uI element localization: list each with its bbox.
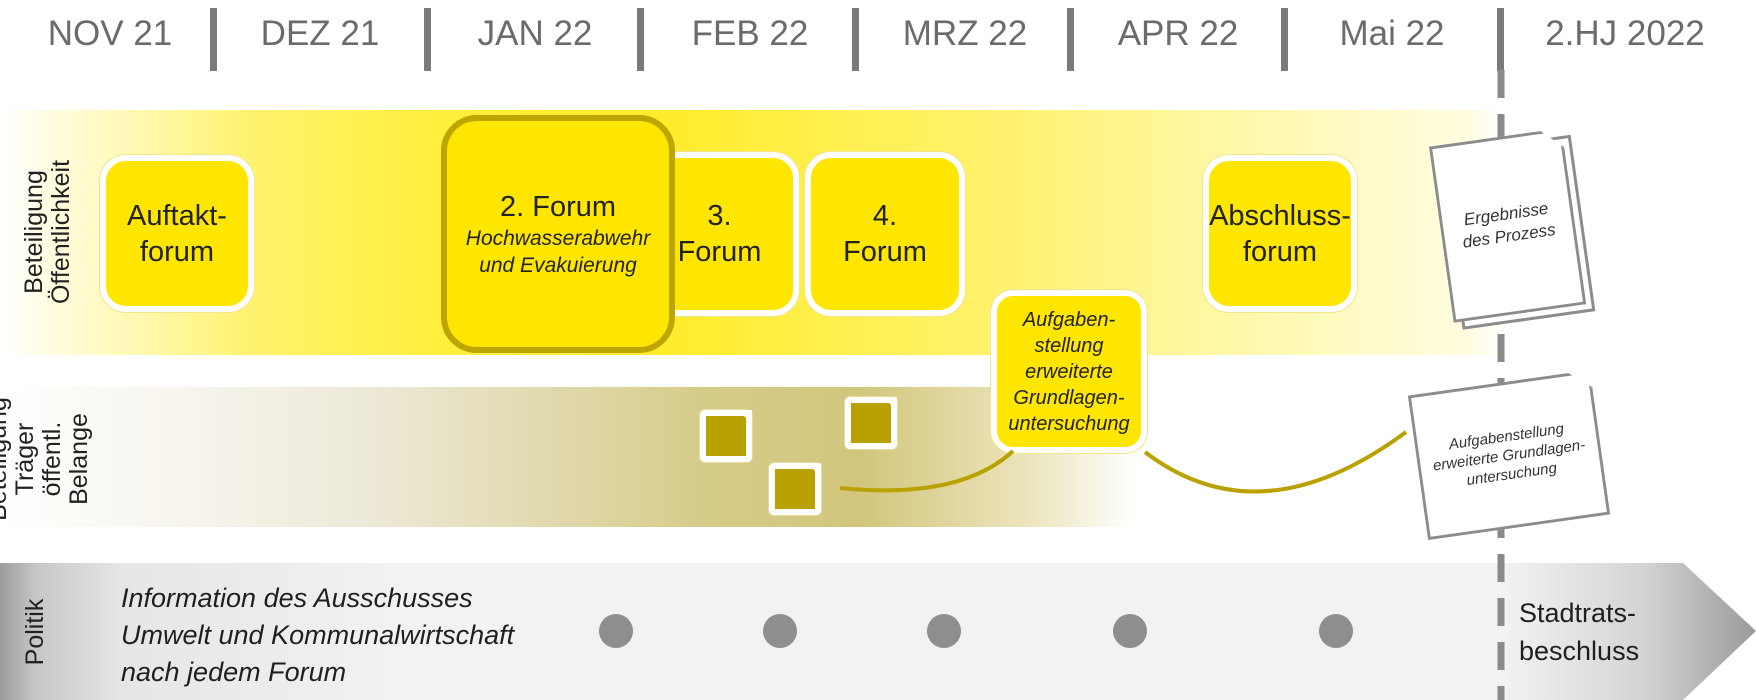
politics-info-line: Umwelt und Kommunalwirtschaft	[121, 620, 515, 650]
politics-info-line: nach jedem Forum	[121, 657, 347, 687]
meeting-dot	[1319, 614, 1353, 648]
auftakt-forum-line: forum	[139, 235, 215, 268]
politics-arrow	[1505, 563, 1756, 700]
month-label: FEB 22	[691, 14, 809, 53]
aufgabenstellung-line: erweiterte	[1025, 360, 1113, 383]
toeb-band	[0, 387, 1135, 527]
month-separator	[637, 8, 644, 71]
aufgabenstellung-line: Aufgaben-	[1022, 308, 1116, 331]
paper-sheet-front: Ergebnisse des Prozess	[1429, 128, 1586, 323]
abschluss-forum-line: forum	[1242, 235, 1318, 268]
stadtrat-decision: Stadtrats- beschluss	[1519, 594, 1639, 670]
aufgabenstellung-line: stellung	[1034, 334, 1104, 357]
month-label: Mai 22	[1339, 14, 1445, 53]
meeting-dot	[763, 614, 797, 648]
abschluss-forum-box[interactable]: Abschluss- forum	[1203, 155, 1357, 312]
month-label: NOV 21	[47, 14, 173, 53]
aufgabenstellung-line: Grundlagen-	[1013, 386, 1125, 409]
document-icon	[769, 463, 821, 515]
aufgabenstellung-document: Aufgabenstellung erweiterte Grundlagen- …	[1408, 370, 1611, 540]
forum-4-line: 4.	[872, 200, 898, 232]
meeting-dot	[1113, 614, 1147, 648]
forum-3-line: 3.	[707, 200, 732, 232]
month-label: 2.HJ 2022	[1545, 14, 1705, 53]
month-separator	[1497, 8, 1504, 71]
connector-arc-right	[1143, 430, 1408, 494]
politics-band	[0, 563, 1505, 700]
month-label: JAN 22	[477, 14, 593, 53]
meeting-dot	[599, 614, 633, 648]
connector-arc-left	[839, 449, 1015, 493]
month-separator	[1281, 8, 1288, 71]
month-separator	[210, 8, 217, 71]
politics-info-text: Information des Ausschusses Umwelt und K…	[121, 580, 514, 691]
document-icon	[845, 397, 897, 449]
abschluss-forum-line: Abschluss-	[1209, 199, 1351, 232]
meeting-dot	[927, 614, 961, 648]
forum-2-box[interactable]: 2. Forum Hochwasserabwehr und Evakuierun…	[441, 115, 675, 353]
politics-info-line: Information des Ausschusses	[121, 583, 473, 613]
month-separator	[424, 8, 431, 71]
month-separator	[852, 8, 859, 71]
document-icon	[700, 410, 752, 462]
stadtrat-line: beschluss	[1519, 636, 1640, 666]
aufgabenstellung-box[interactable]: Aufgaben- stellung erweiterte Grundlagen…	[991, 290, 1147, 453]
forum-3-line: Forum	[677, 236, 762, 268]
month-label: DEZ 21	[260, 14, 380, 53]
auftakt-forum-box[interactable]: Auftakt- forum	[100, 155, 254, 312]
forum-2-subtitle: Hochwasserabwehr	[465, 227, 651, 250]
month-label: MRZ 22	[902, 14, 1028, 53]
month-separator	[1067, 8, 1074, 71]
month-label: APR 22	[1117, 14, 1239, 53]
forum-4-line: Forum	[843, 236, 927, 268]
results-document: Ergebnisse des Prozess	[1429, 127, 1596, 330]
stadtrat-line: Stadtrats-	[1519, 598, 1637, 628]
forum-2-title: 2. Forum	[499, 191, 617, 223]
forum-4-box[interactable]: 4. Forum	[805, 152, 965, 316]
aufgabenstellung-line: untersuchung	[1008, 412, 1130, 435]
forum-2-subtitle: und Evakuierung	[479, 254, 637, 277]
auftakt-forum-line: Auftakt-	[127, 199, 227, 232]
